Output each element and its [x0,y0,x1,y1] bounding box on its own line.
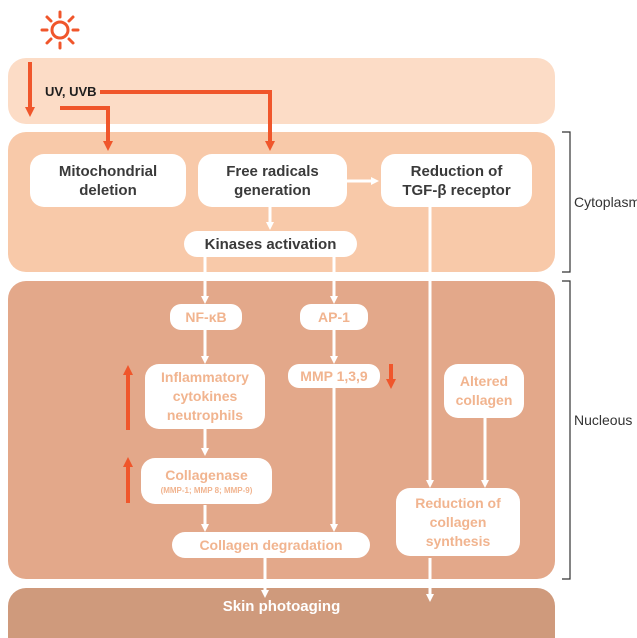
collagenase-sublabel: (MMP-1; MMP 8; MMP-9) [160,486,253,495]
ap1-node: AP-1 [300,304,368,330]
free-radicals-node: Free radicals generation [198,154,347,207]
uv-band [8,58,555,124]
altered-collagen-node: Altered collagen [444,364,524,418]
inflammatory-label: Inflammatory cytokines neutrophils [161,369,249,423]
nfkb-label: NF-κB [185,308,227,325]
nucleous-label: Nucleous [574,412,633,428]
collagenase-node: Collagenase (MMP-1; MMP 8; MMP-9) [141,458,272,504]
tgf-receptor-node: Reduction of TGF-β receptor [381,154,532,207]
reduction-collagen-synthesis-label: Reduction of collagen synthesis [415,494,501,549]
nfkb-node: NF-κB [170,304,242,330]
flow-arrows [201,177,489,602]
collagenase-label: Collagenase [165,467,248,483]
sun-icon [40,10,80,50]
kinases-activation-label: Kinases activation [204,235,337,253]
mitochondrial-deletion-label: Mitochondrial deletion [58,162,158,199]
region-brackets [562,131,571,580]
cytoplasm-label: Cytoplasm [574,194,637,210]
free-radicals-label: Free radicals generation [226,162,319,199]
ap1-label: AP-1 [318,308,350,325]
mitochondrial-deletion-node: Mitochondrial deletion [30,154,186,207]
altered-collagen-label: Altered collagen [455,373,513,408]
kinases-activation-node: Kinases activation [184,231,357,257]
uv-label: UV, UVB [45,84,97,99]
tgf-receptor-label: Reduction of TGF-β receptor [402,162,511,199]
mmp-node: MMP 1,3,9 [288,364,380,388]
inflammatory-node: Inflammatory cytokines neutrophils [145,364,265,429]
mmp-label: MMP 1,3,9 [300,367,368,384]
collagen-degradation-label: Collagen degradation [199,536,343,553]
increase-decrease-indicators [123,364,396,503]
skin-photoaging-label: Skin photoaging [222,598,341,615]
collagen-degradation-node: Collagen degradation [172,532,370,558]
uv-arrows [25,62,275,151]
reduction-collagen-synthesis-node: Reduction of collagen synthesis [396,488,520,556]
